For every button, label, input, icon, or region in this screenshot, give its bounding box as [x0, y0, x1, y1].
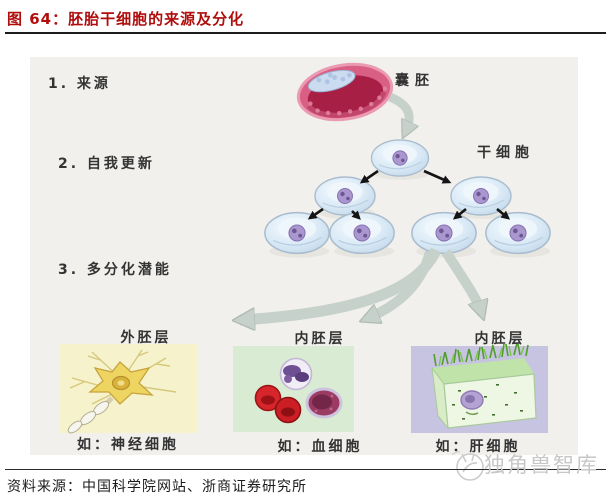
blastocyst-label: 囊胚 [395, 73, 435, 89]
mesoderm-label: 内胚层 [294, 331, 346, 347]
unicorn-logo-spacer [450, 449, 480, 479]
data-source-line: 资料来源：中国科学院网站、浙商证券研究所 [7, 480, 307, 495]
watermark-text: 独角兽智库 [484, 453, 599, 477]
mesoderm-panel [233, 346, 354, 432]
step-label-multipotency: 3. 多分化潜能 [58, 262, 172, 278]
title-divider [5, 32, 606, 34]
ectoderm-label: 外胚层 [120, 330, 172, 346]
stem-cell-label: 干细胞 [477, 145, 534, 161]
nerve-cell-caption: 如：神经细胞 [77, 437, 179, 453]
step-label-source: 1. 来源 [48, 76, 111, 92]
endoderm-label: 内胚层 [474, 331, 526, 347]
ectoderm-panel [60, 344, 197, 433]
footer-divider [5, 469, 606, 470]
step-label-self-renewal: 2. 自我更新 [58, 156, 155, 172]
watermark: 独角兽智库 [450, 449, 599, 479]
figure-title: 图 64：胚胎干细胞的来源及分化 [7, 10, 245, 28]
liver-cell-caption: 如：肝细胞 [435, 439, 521, 455]
blood-cell-caption: 如：血细胞 [277, 439, 363, 455]
endoderm-panel [411, 346, 548, 433]
